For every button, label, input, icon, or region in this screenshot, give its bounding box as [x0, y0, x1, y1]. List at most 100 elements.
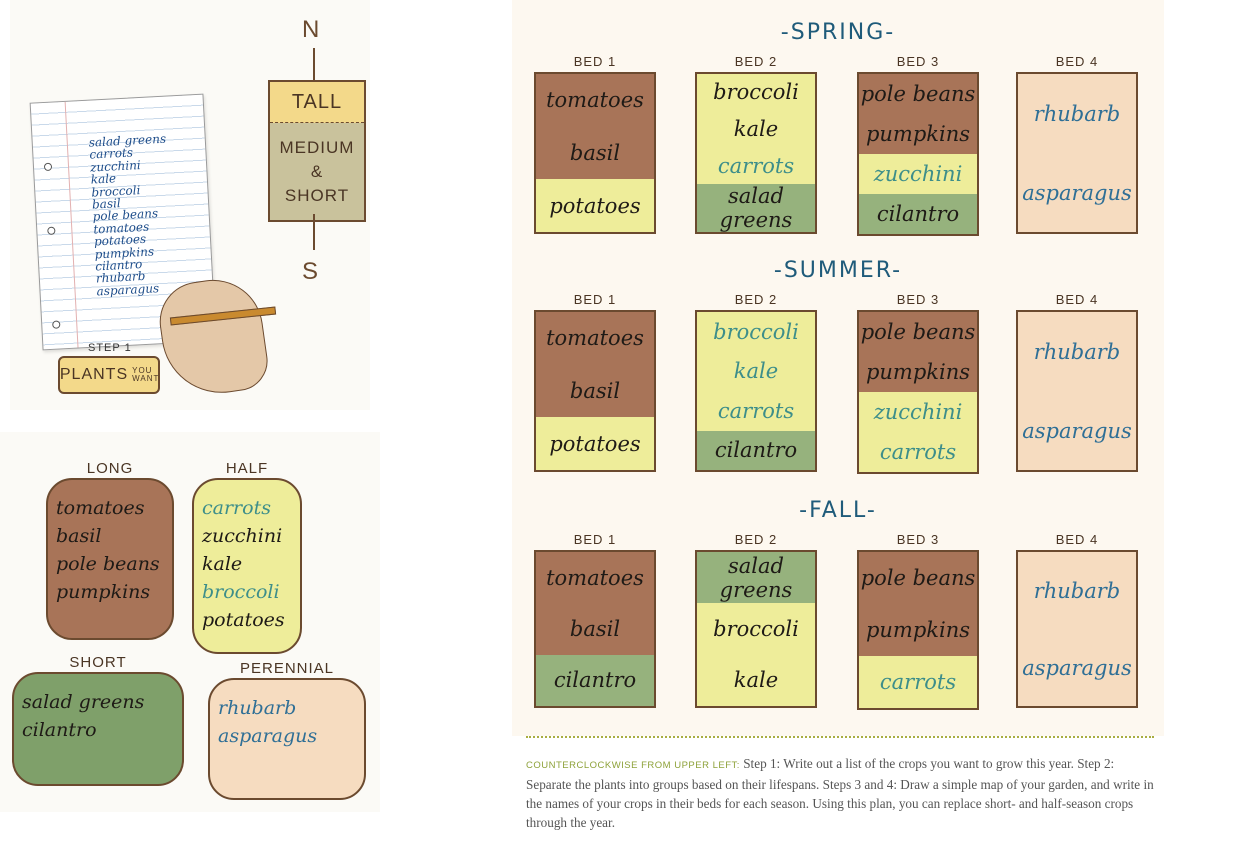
bed-crop: basil: [536, 126, 654, 180]
bed-crop: basil: [536, 364, 654, 418]
group-item: carrots: [202, 497, 271, 519]
south-label: S: [302, 258, 319, 285]
bed-label: BED 4: [1055, 54, 1099, 69]
crop-list-item: asparagus: [96, 281, 160, 299]
medium-short-zone: MEDIUM & SHORT: [270, 123, 364, 220]
arrow-up-icon: [313, 48, 315, 84]
group-title: PERENNIAL: [239, 660, 335, 677]
margin-line: [64, 101, 79, 348]
bed-label: BED 2: [734, 54, 778, 69]
bed-crop: broccoli: [697, 74, 815, 111]
bed-crop: potatoes: [536, 417, 654, 470]
bed-label: BED 3: [896, 292, 940, 307]
season-title: -SPRING-: [780, 20, 896, 45]
group-box: salad greens cilantro: [12, 672, 184, 786]
plants-label: PLANTS: [59, 366, 129, 383]
bed-crop: kale: [697, 351, 815, 391]
bed-crop: carrots: [697, 147, 815, 185]
bed-label: BED 3: [896, 54, 940, 69]
medium-label: MEDIUM: [279, 137, 355, 157]
bed-crop: cilantro: [536, 654, 654, 706]
group-item: potatoes: [202, 609, 285, 631]
bed-label: BED 1: [573, 54, 617, 69]
bed-crop: zucchini: [859, 154, 977, 194]
bed-crop: zucchini: [859, 392, 977, 432]
ampersand-label: &: [310, 161, 324, 181]
compass-diagram: N TALL MEDIUM & SHORT S: [258, 14, 368, 294]
bed-crop: broccoli: [697, 312, 815, 352]
group-title: HALF: [225, 460, 269, 477]
hole-icon: [47, 226, 56, 235]
group-item: rhubarb: [218, 697, 297, 719]
short-label: SHORT: [284, 185, 350, 205]
bed-label: BED 3: [896, 532, 940, 547]
bed-crop: pole beans: [859, 552, 977, 604]
season-title: -FALL-: [799, 498, 877, 523]
bed-crop: asparagus: [1018, 629, 1136, 706]
bed-crop: carrots: [859, 656, 977, 708]
hole-icon: [43, 162, 53, 172]
group-item: pole beans: [56, 553, 160, 575]
dotted-divider: [526, 736, 1154, 741]
arrow-down-icon: [313, 214, 315, 250]
group-box: rhubarb asparagus: [208, 678, 366, 800]
caption: COUNTERCLOCKWISE FROM UPPER LEFT: Step 1…: [526, 754, 1158, 832]
step-label: STEP 1: [88, 342, 132, 354]
bed-crop: tomatoes: [536, 552, 654, 604]
bed-crop: rhubarb: [1018, 312, 1136, 391]
caption-lead: COUNTERCLOCKWISE FROM UPPER LEFT:: [526, 760, 740, 771]
bed-label: BED 2: [734, 532, 778, 547]
bed-crop: kale: [697, 110, 815, 148]
bed-crop: cilantro: [859, 194, 977, 234]
group-item: salad greens: [22, 691, 145, 713]
bed-crop: tomatoes: [536, 312, 654, 365]
you-want-label: YOU WANT: [132, 366, 160, 383]
group-item: kale: [202, 553, 243, 575]
tall-zone: TALL: [270, 82, 364, 123]
bed-crop: pumpkins: [859, 604, 977, 656]
bed-crop: salad greens: [697, 552, 815, 604]
bed-crop: asparagus: [1018, 153, 1136, 232]
group-perennial: PERENNIAL rhubarb asparagus: [208, 660, 366, 800]
bed-crop: potatoes: [536, 179, 654, 232]
bed-crop: carrots: [859, 432, 977, 472]
bed-crop: rhubarb: [1018, 74, 1136, 153]
bed-crop: carrots: [697, 391, 815, 431]
height-zone-box: TALL MEDIUM & SHORT: [268, 80, 366, 222]
bed-crop: cilantro: [697, 430, 815, 470]
hand-icon: [154, 273, 272, 401]
group-item: tomatoes: [56, 497, 145, 519]
group-item: basil: [56, 525, 102, 547]
bed-crop: tomatoes: [536, 74, 654, 127]
caption-text: Step 1: Write out a list of the crops yo…: [526, 756, 1154, 830]
bed-crop: asparagus: [1018, 391, 1136, 470]
bed-crop: pole beans: [859, 312, 977, 352]
bed-label: BED 1: [573, 292, 617, 307]
bed-crop: pumpkins: [859, 352, 977, 392]
group-item: cilantro: [22, 719, 97, 741]
bed-crop: basil: [536, 603, 654, 655]
group-item: asparagus: [218, 725, 318, 747]
group-item: broccoli: [202, 581, 280, 603]
bed-crop: broccoli: [697, 603, 815, 655]
bed-crop: kale: [697, 654, 815, 706]
season-title: -SUMMER-: [773, 258, 903, 283]
north-label: N: [302, 16, 320, 43]
bed-crop: salad greens: [697, 184, 815, 232]
